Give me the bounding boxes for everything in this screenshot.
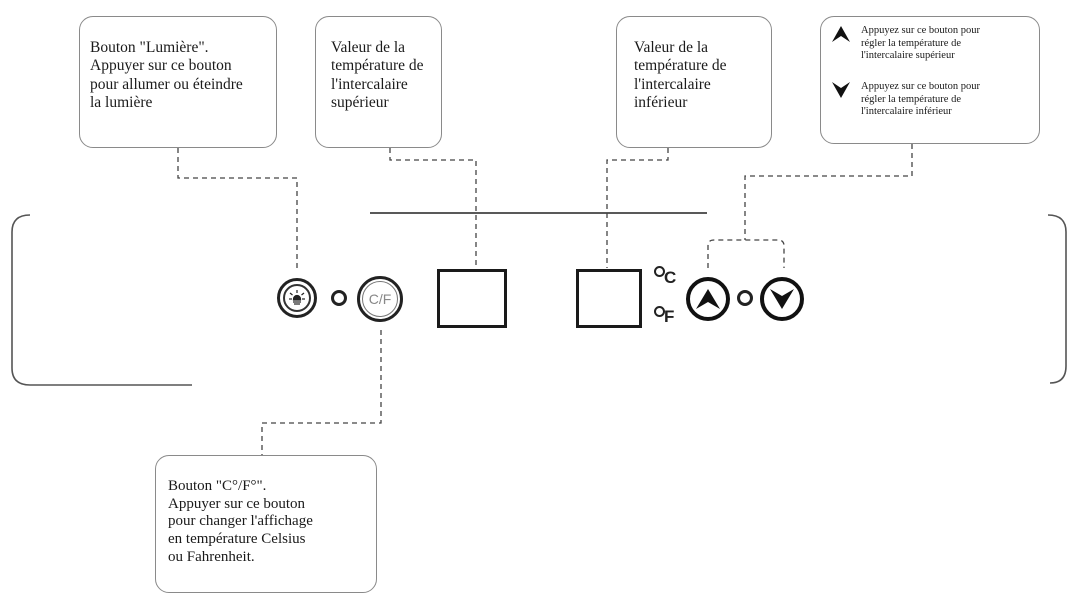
callout-lower-temperature: Valeur de la température de l'intercalai… xyxy=(616,16,772,148)
callout-upper-temperature: Valeur de la température de l'intercalai… xyxy=(315,16,442,148)
upper-temperature-display xyxy=(437,269,507,328)
cf-button[interactable]: C/F xyxy=(357,276,403,322)
connector-light xyxy=(177,148,298,268)
callout-up-row: Appuyez sur ce bouton pour régler la tem… xyxy=(831,25,980,63)
connector-lower xyxy=(606,148,669,268)
callout-upper-text: Valeur de la température de l'intercalai… xyxy=(331,39,424,111)
callout-lower-text: Valeur de la température de l'intercalai… xyxy=(634,39,727,111)
callout-light-button: Bouton "Lumière". Appuyer sur ce bouton … xyxy=(79,16,277,148)
callout-arrow-buttons: Appuyez sur ce bouton pour régler la tem… xyxy=(820,16,1040,144)
callout-cf-text: Bouton "C°/F°". Appuyer sur ce bouton po… xyxy=(168,478,313,565)
unit-celsius-label: C xyxy=(664,268,677,287)
chevron-down-icon xyxy=(770,289,794,309)
indicator-led-2 xyxy=(737,290,753,306)
callout-cf-button: Bouton "C°/F°". Appuyer sur ce bouton po… xyxy=(155,455,377,593)
light-button[interactable] xyxy=(277,278,317,318)
unit-fahrenheit-label: F xyxy=(664,307,675,326)
chevron-down-icon xyxy=(832,82,850,98)
callout-down-row: Appuyez sur ce bouton pour régler la tem… xyxy=(831,81,980,119)
chevron-up-icon xyxy=(696,289,720,309)
connector-arrows xyxy=(744,144,913,240)
callout-light-text: Bouton "Lumière". Appuyer sur ce bouton … xyxy=(90,39,243,111)
degree-symbol-fahrenheit xyxy=(654,306,665,317)
chevron-up-icon xyxy=(832,26,850,42)
up-arrow-button[interactable] xyxy=(686,277,730,321)
light-bulb-icon xyxy=(289,290,305,305)
callout-down-text: Appuyez sur ce bouton pour régler la tem… xyxy=(861,81,980,118)
connector-upper xyxy=(389,148,477,268)
callout-up-text: Appuyez sur ce bouton pour régler la tem… xyxy=(861,25,980,62)
down-arrow-button[interactable] xyxy=(760,277,804,321)
connector-cf xyxy=(261,330,382,455)
control-panel-outline xyxy=(11,212,1067,386)
indicator-led-1 xyxy=(331,290,347,306)
degree-symbol-celsius xyxy=(654,266,665,277)
lower-temperature-display xyxy=(576,269,642,328)
cf-button-label: C/F xyxy=(368,291,392,307)
connector-arrows-bracket xyxy=(707,239,785,268)
